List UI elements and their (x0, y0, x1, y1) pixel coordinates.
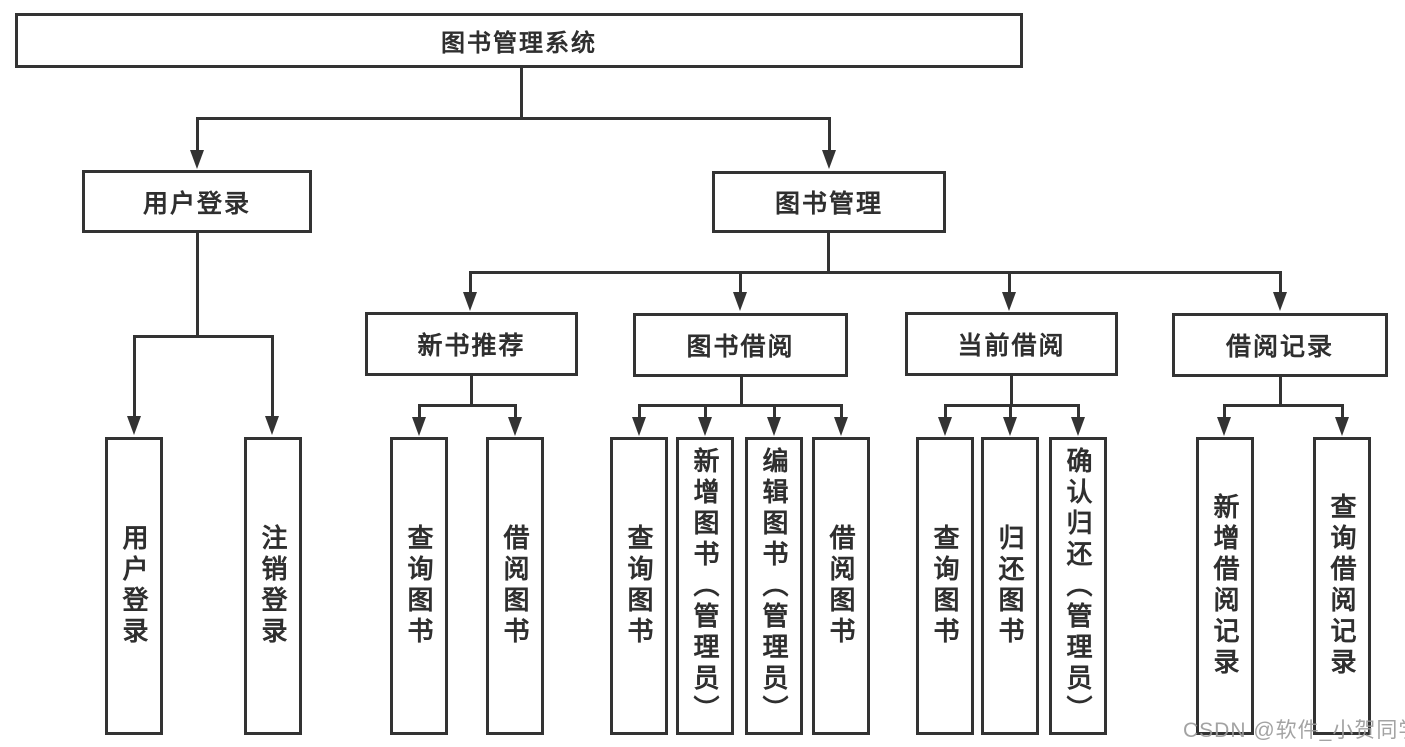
connector-to-leaf-user-login (133, 335, 136, 418)
leaf-query-books-recommend-label: 查询图书 (404, 524, 434, 648)
leaf-add-borrow-record: 新增借阅记录 (1196, 437, 1254, 735)
arrow-down-icon (1217, 417, 1231, 436)
arrow-down-icon (127, 416, 141, 435)
node-borrow-records: 借阅记录 (1172, 313, 1388, 377)
leaf-borrow-books: 借阅图书 (812, 437, 870, 735)
leaf-confirm-return-admin: 确认归还（管理员） (1049, 437, 1107, 735)
node-user-login: 用户登录 (82, 170, 312, 233)
node-new-book-recommend: 新书推荐 (365, 312, 578, 376)
connector-stub (773, 404, 776, 419)
connector-to-book-management (828, 117, 831, 155)
node-new-book-recommend-label: 新书推荐 (417, 332, 526, 360)
leaf-query-books-current: 查询图书 (916, 437, 974, 735)
leaf-query-books-borrow-label: 查询图书 (624, 524, 654, 648)
node-current-borrow: 当前借阅 (905, 312, 1118, 376)
arrow-down-icon (412, 417, 426, 436)
arrow-down-icon (463, 292, 477, 311)
arrow-down-icon (1071, 417, 1085, 436)
connector-stub (638, 404, 641, 419)
connector-to-book-borrow (739, 271, 742, 294)
arrow-down-icon (1003, 417, 1017, 436)
connector-stub (840, 404, 843, 419)
leaf-query-books-borrow: 查询图书 (610, 437, 668, 735)
leaf-add-book-admin-label: 新增图书（管理员） (690, 446, 720, 726)
connector-stub (1009, 404, 1012, 419)
arrow-down-icon (698, 417, 712, 436)
arrow-down-icon (190, 150, 204, 169)
leaf-borrow-books-label: 借阅图书 (826, 524, 856, 648)
connector-user-login-drop (196, 233, 199, 337)
node-current-borrow-label: 当前借阅 (957, 332, 1066, 360)
leaf-return-book-label: 归还图书 (995, 524, 1025, 648)
connector-to-new-book (469, 271, 472, 294)
leaf-user-login: 用户登录 (105, 437, 163, 735)
connector-book-borrow-branch (638, 404, 843, 407)
connector-root-drop (520, 66, 523, 119)
connector-to-borrow-records (1279, 271, 1282, 294)
leaf-borrow-books-recommend: 借阅图书 (486, 437, 544, 735)
node-book-management-label: 图书管理 (774, 190, 883, 218)
connector-to-leaf-logout (271, 335, 274, 418)
connector-to-user-login (196, 117, 199, 155)
node-user-login-label: 用户登录 (142, 189, 251, 218)
arrow-down-icon (508, 417, 522, 436)
node-book-borrow-label: 图书借阅 (686, 333, 795, 361)
connector-to-current-borrow (1008, 271, 1011, 294)
leaf-query-books-current-label: 查询图书 (930, 524, 960, 648)
leaf-return-book: 归还图书 (981, 437, 1039, 735)
node-book-management: 图书管理 (712, 171, 946, 233)
leaf-logout-label: 注销登录 (258, 524, 288, 648)
connector-stub (1223, 404, 1226, 419)
arrow-down-icon (822, 150, 836, 169)
connector-stub (514, 404, 517, 419)
connector-book-management-drop (827, 233, 830, 273)
connector-book-borrow-drop (740, 377, 743, 407)
connector-root-branch (196, 117, 831, 120)
leaf-add-borrow-record-label: 新增借阅记录 (1210, 493, 1240, 679)
watermark: CSDN @软件_小贺同学 (1183, 719, 1405, 742)
leaf-borrow-books-recommend-label: 借阅图书 (500, 524, 530, 648)
connector-borrow-records-branch (1223, 404, 1344, 407)
node-borrow-records-label: 借阅记录 (1225, 333, 1334, 361)
arrow-down-icon (1273, 292, 1287, 311)
connector-user-login-branch (133, 335, 274, 338)
arrow-down-icon (767, 417, 781, 436)
leaf-query-borrow-record: 查询借阅记录 (1313, 437, 1371, 735)
arrow-down-icon (733, 292, 747, 311)
arrow-down-icon (265, 416, 279, 435)
connector-current-borrow-branch (944, 404, 1080, 407)
connector-book-management-branch (469, 271, 1282, 274)
node-library-system: 图书管理系统 (15, 13, 1023, 68)
connector-stub (704, 404, 707, 419)
leaf-user-login-label: 用户登录 (119, 524, 149, 648)
connector-borrow-records-drop (1279, 377, 1282, 407)
connector-stub (1341, 404, 1344, 419)
leaf-confirm-return-admin-label: 确认归还（管理员） (1063, 446, 1093, 726)
connector-new-book-branch (418, 404, 517, 407)
arrow-down-icon (834, 417, 848, 436)
node-library-system-label: 图书管理系统 (441, 30, 597, 57)
node-book-borrow: 图书借阅 (633, 313, 848, 377)
leaf-edit-book-admin-label: 编辑图书（管理员） (759, 446, 789, 726)
leaf-add-book-admin: 新增图书（管理员） (676, 437, 734, 735)
connector-stub (944, 404, 947, 419)
connector-current-borrow-drop (1010, 376, 1013, 407)
connector-stub (1077, 404, 1080, 419)
leaf-logout: 注销登录 (244, 437, 302, 735)
arrow-down-icon (632, 417, 646, 436)
arrow-down-icon (1002, 292, 1016, 311)
leaf-query-borrow-record-label: 查询借阅记录 (1327, 493, 1357, 679)
arrow-down-icon (1335, 417, 1349, 436)
arrow-down-icon (938, 417, 952, 436)
leaf-query-books-recommend: 查询图书 (390, 437, 448, 735)
connector-new-book-drop (470, 376, 473, 407)
connector-stub (418, 404, 421, 419)
leaf-edit-book-admin: 编辑图书（管理员） (745, 437, 803, 735)
